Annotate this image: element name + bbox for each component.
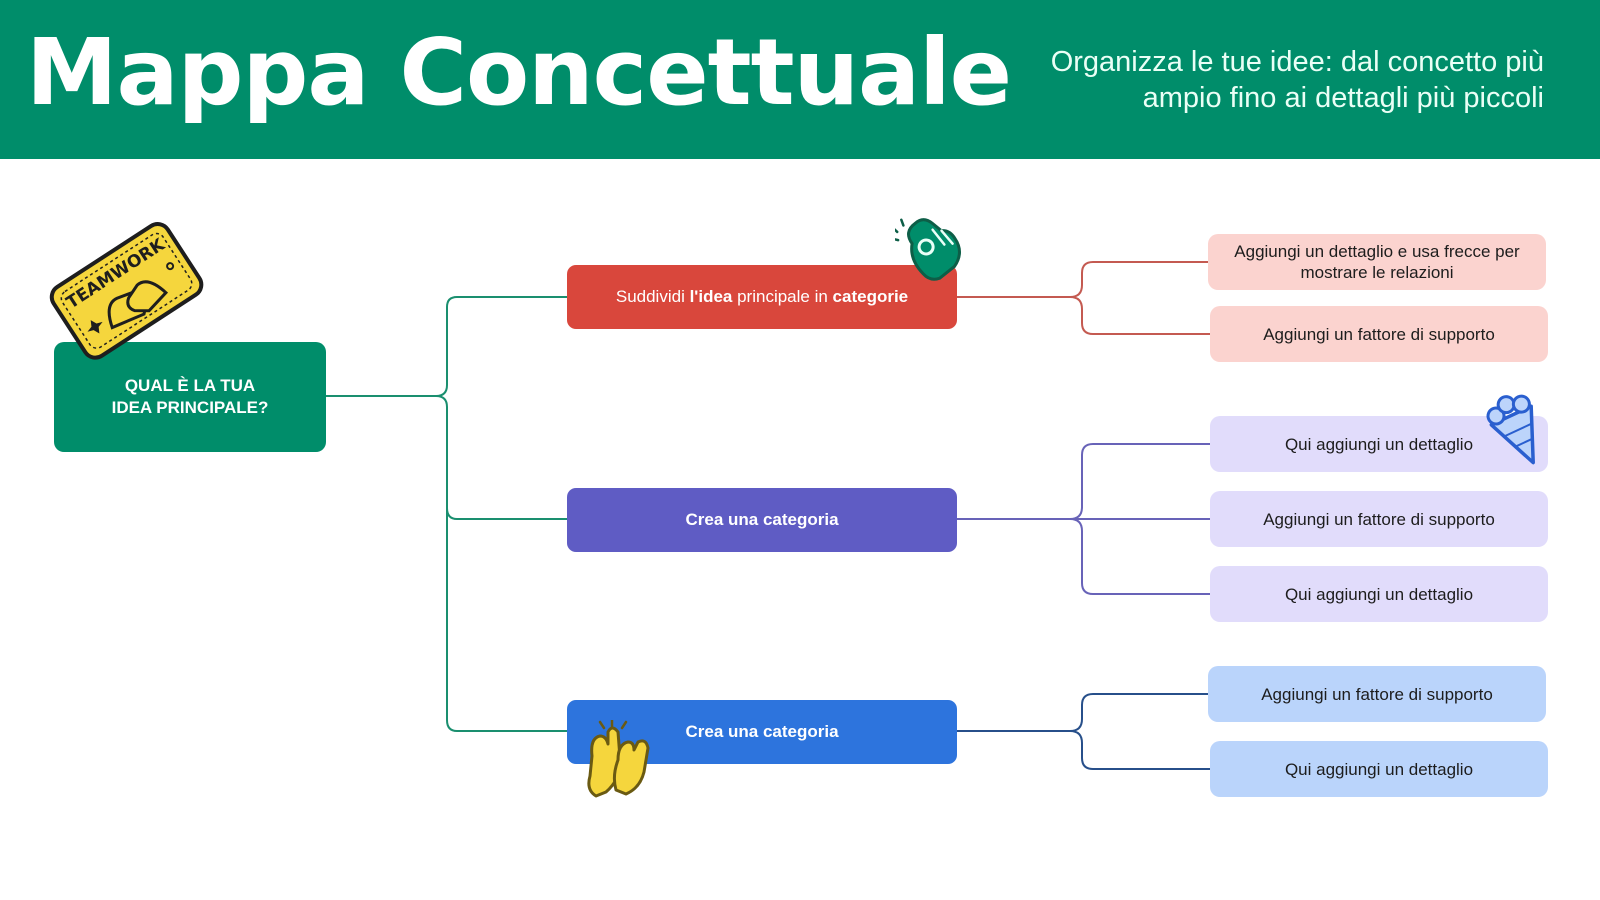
detail-box-1-2[interactable]: Aggiungi un fattore di supporto (1210, 306, 1548, 362)
detail-box-2-2[interactable]: Aggiungi un fattore di supporto (1210, 491, 1548, 547)
header-bar: Mappa Concettuale Organizza le tue idee:… (0, 0, 1600, 159)
connector-cat1-detail2 (1069, 296, 1210, 335)
high-five-icon (587, 720, 650, 798)
connector-main-trunk (326, 296, 567, 397)
detail-label-2-1: Qui aggiungi un dettaglio (1284, 434, 1474, 454)
detail-box-3-1[interactable]: Aggiungi un fattore di supporto (1208, 666, 1546, 722)
page-title: Mappa Concettuale (26, 19, 1012, 126)
page-subtitle: Organizza le tue idee: dal concetto più … (1050, 46, 1544, 114)
main-idea-box[interactable]: QUAL È LA TUA IDEA PRINCIPALE? (54, 342, 326, 452)
detail-label-2-2: Aggiungi un fattore di supporto (1263, 509, 1495, 529)
category-1-label: Suddividi l'idea principale in categorie (615, 287, 909, 306)
bouquet-icon (1486, 394, 1535, 465)
main-idea-line-2: IDEA PRINCIPALE? (111, 398, 269, 417)
detail-box-1-1[interactable]: Aggiungi un dettaglio e usa frecce per m… (1208, 234, 1546, 290)
connector-cat1-detail1 (957, 261, 1208, 298)
ok-hand-icon (895, 218, 961, 281)
category-2-label: Crea una categoria (685, 510, 839, 529)
detail-box-2-3[interactable]: Qui aggiungi un dettaglio (1210, 566, 1548, 622)
detail-label-3-1: Aggiungi un fattore di supporto (1261, 684, 1493, 704)
category-1-box[interactable]: Suddividi l'idea principale in categorie (567, 265, 957, 329)
connector-main-cat2 (435, 395, 567, 520)
category-3-label: Crea una categoria (685, 722, 839, 741)
connector-cat3-detail1 (957, 693, 1208, 732)
detail-label-2-3: Qui aggiungi un dettaglio (1284, 584, 1474, 604)
connector-cat2-detail3 (1069, 518, 1210, 595)
connector-cat2-detail1 (957, 443, 1210, 520)
category-2-box[interactable]: Crea una categoria (567, 488, 957, 552)
detail-label-1-1: Aggiungi un dettaglio e usa frecce per m… (1234, 242, 1520, 282)
connector-cat3-detail2 (1069, 730, 1210, 770)
detail-label-1-2: Aggiungi un fattore di supporto (1263, 324, 1495, 344)
detail-label-3-2: Qui aggiungi un dettaglio (1284, 759, 1474, 779)
teamwork-ticket-icon: TEAMWORK (49, 222, 204, 360)
detail-box-3-2[interactable]: Qui aggiungi un dettaglio (1210, 741, 1548, 797)
connector-main-cat3 (446, 508, 567, 732)
main-idea-line-1: QUAL È LA TUA (124, 376, 256, 395)
